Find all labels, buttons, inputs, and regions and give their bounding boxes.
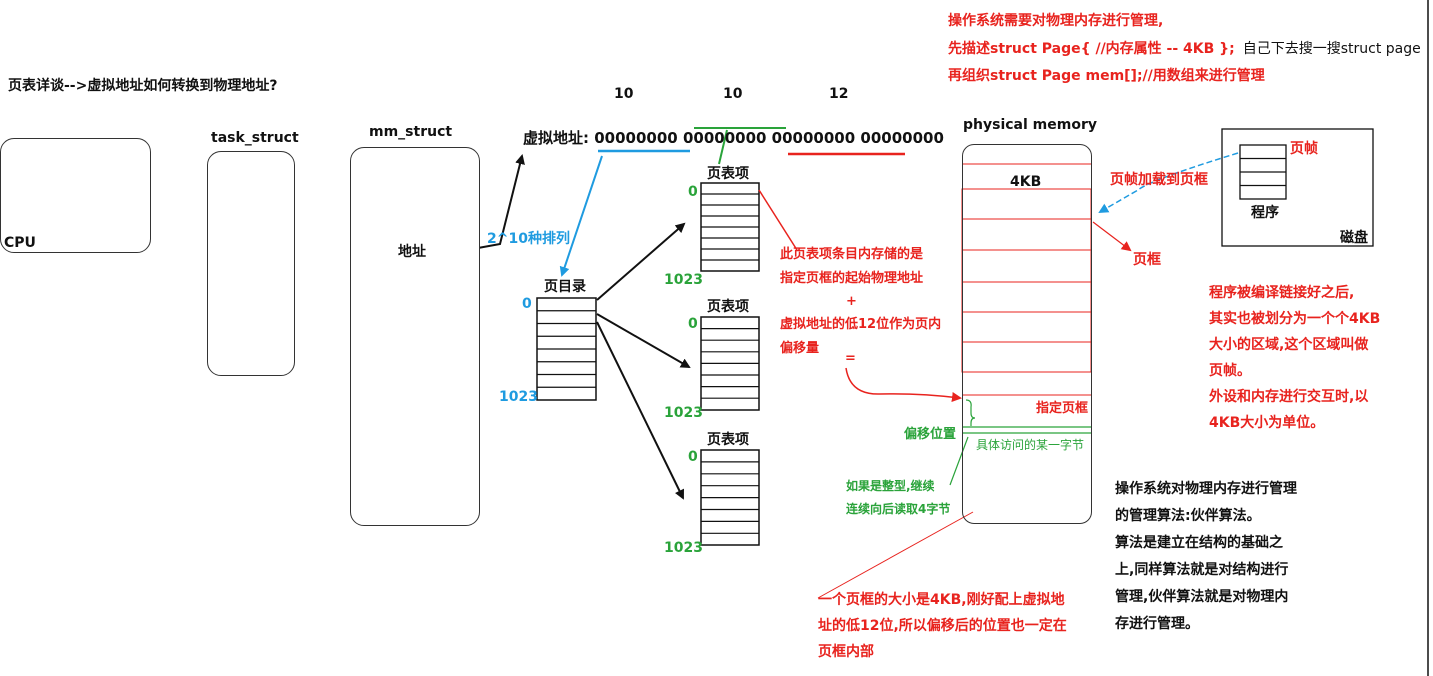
bit-count-low: 12 [829, 86, 849, 102]
mm-struct-box [350, 147, 480, 526]
disk-label: 磁盘 [1340, 230, 1368, 246]
page-table-1-start: 0 [688, 184, 698, 200]
compile-note-line3: 大小的区域,这个区域叫做 [1209, 337, 1369, 353]
task-struct-label: task_struct [211, 130, 299, 146]
os-note-line2-suffix: 自己下去搜一搜struct page [1242, 41, 1421, 57]
page-directory-end: 1023 [499, 389, 538, 405]
pte-note-line2: 指定页框的起始物理地址 [780, 271, 924, 286]
arrow-label-2pow10: 2^10种排列 [487, 231, 570, 247]
vaddr-bits: 00000000 00000000 00000000 00000000 [594, 129, 944, 147]
mm-struct-label: mm_struct [369, 124, 453, 140]
page-table-2-end: 1023 [664, 405, 703, 421]
pte-note-equals: = [845, 351, 856, 366]
page-directory-start: 0 [522, 296, 532, 312]
integer-note-line2: 连续向后读取4字节 [846, 502, 951, 516]
os-note-line3: 再组织struct Page mem[];//用数组来进行管理 [948, 68, 1265, 84]
frame-size-label: 4KB [1010, 174, 1042, 190]
vaddr-prefix: 虚拟地址: [523, 129, 589, 147]
equals-to-frame-arrow [845, 367, 962, 402]
buddy-note-line6: 存进行管理。 [1115, 616, 1199, 632]
page-directory-grid [536, 297, 597, 401]
vaddr-label: 虚拟地址: 00000000 00000000 00000000 0000000… [523, 129, 944, 147]
frame-size-note-line3: 页框内部 [818, 644, 874, 660]
buddy-note-line1: 操作系统对物理内存进行管理 [1115, 481, 1297, 497]
task-struct-box [207, 151, 295, 376]
page-table-3-grid [700, 449, 760, 546]
mm-address-label: 地址 [398, 244, 426, 260]
high10-to-directory-arrow [559, 155, 603, 277]
compile-note-line1: 程序被编译链接好之后, [1209, 285, 1355, 301]
mm-to-vaddr-arrow [477, 154, 525, 249]
page-table-1-label: 页表项 [707, 166, 749, 182]
pte-note-line1: 此页表项条目内存储的是 [780, 247, 924, 262]
compile-note-line2: 其实也被划分为一个个4KB [1209, 311, 1381, 327]
frame-size-note-line1: 一个页框的大小是4KB,刚好配上虚拟地 [818, 592, 1065, 608]
pte-note-line4: 偏移量 [780, 341, 820, 356]
buddy-note-line4: 上,同样算法就是对结构进行 [1115, 562, 1289, 578]
disk-program-grid [1239, 144, 1287, 200]
compile-note-line5: 外设和内存进行交互时,以 [1209, 389, 1369, 405]
page-table-2-start: 0 [688, 316, 698, 332]
os-note-line2-prefix: 先描述struct Page{ //内存属性 -- 4KB }; [948, 41, 1235, 57]
load-frame-arrow [1098, 152, 1239, 214]
bit-count-high: 10 [614, 86, 634, 102]
page-table-3-label: 页表项 [707, 432, 749, 448]
page-directory-label: 页目录 [544, 279, 586, 295]
disk-program-label: 程序 [1251, 205, 1279, 221]
mid10-to-table-line [718, 129, 728, 165]
dir-to-table3-arrow [596, 321, 684, 500]
cpu-box [0, 138, 151, 253]
page-table-1-grid [700, 182, 760, 272]
page-table-3-end: 1023 [664, 540, 703, 556]
bit-count-mid: 10 [723, 86, 743, 102]
pte-note-plus: + [846, 294, 857, 309]
page-title: 页表详谈-->虚拟地址如何转换到物理地址? [8, 78, 278, 94]
page-table-2-label: 页表项 [707, 299, 749, 315]
page-table-3-start: 0 [688, 449, 698, 465]
buddy-note-line5: 管理,伙伴算法就是对物理内 [1115, 589, 1289, 605]
dir-to-table1-arrow [596, 222, 686, 301]
physical-memory-label: physical memory [963, 117, 1097, 133]
dir-to-table2-arrow [596, 313, 691, 368]
compile-note-line4: 页帧。 [1209, 363, 1251, 379]
disk-box [1221, 128, 1374, 247]
disk-page-frame-label: 页帧 [1290, 141, 1318, 157]
buddy-note-line3: 算法是建立在结构的基础之 [1115, 535, 1283, 551]
buddy-note-line2: 的管理算法:伙伴算法。 [1115, 508, 1261, 524]
pte-note-line3: 虚拟地址的低12位作为页内 [780, 317, 942, 332]
page-table-2-grid [700, 316, 760, 411]
os-note-line2: 先描述struct Page{ //内存属性 -- 4KB }; 自己下去搜一搜s… [948, 40, 1421, 58]
frame-label-arrow [1092, 221, 1132, 252]
byte-label: 具体访问的某一字节 [976, 438, 1085, 452]
offset-label: 偏移位置 [904, 427, 957, 442]
os-note-line1: 操作系统需要对物理内存进行管理, [948, 13, 1164, 29]
load-label: 页帧加载到页框 [1110, 172, 1208, 188]
cpu-label: CPU [4, 235, 36, 251]
frame-size-note-line2: 址的低12位,所以偏移后的位置也一定在 [818, 618, 1067, 634]
compile-note-line6: 4KB大小为单位。 [1209, 415, 1325, 431]
page-table-1-end: 1023 [664, 272, 703, 288]
frame-label: 页框 [1133, 252, 1161, 268]
target-frame-label: 指定页框 [1036, 401, 1089, 416]
physical-memory-box [962, 144, 1092, 524]
integer-note-line1: 如果是整型,继续 [846, 479, 935, 493]
